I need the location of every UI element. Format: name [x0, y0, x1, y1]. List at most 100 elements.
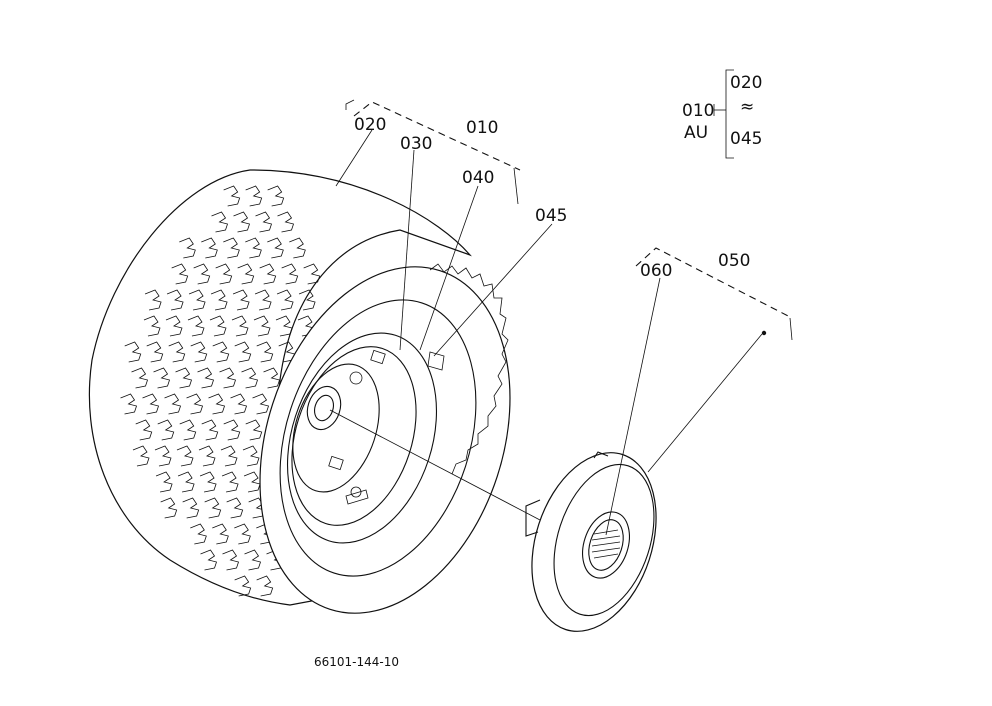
- tread-lug: [244, 549, 262, 571]
- tread-lug: [132, 445, 150, 467]
- callout-050: 050: [718, 251, 750, 271]
- tread-lug: [231, 315, 249, 337]
- tread-lug: [186, 393, 204, 415]
- tread-lug: [135, 419, 153, 441]
- tread-lug: [212, 341, 230, 363]
- tread-lug: [281, 263, 299, 285]
- tread-lug: [124, 341, 142, 363]
- tread-lug: [255, 211, 273, 233]
- tread-lug: [289, 237, 306, 259]
- tread-lug: [267, 185, 285, 207]
- tread-lug: [211, 211, 229, 233]
- tread-lug: [234, 575, 252, 597]
- tread-lug: [164, 393, 182, 415]
- tread-lug: [120, 393, 138, 415]
- tread-lug: [277, 211, 295, 233]
- callout-010: 010: [466, 118, 498, 138]
- tread-lug: [160, 497, 178, 519]
- hub-cap-plug-drawing: [591, 529, 621, 559]
- legend-range-end: 045: [730, 129, 762, 149]
- tread-lug: [155, 471, 173, 493]
- tread-lug: [241, 367, 259, 389]
- tread-lug: [179, 237, 196, 259]
- tread-lug: [171, 263, 189, 285]
- tread-lug: [209, 315, 227, 337]
- tread-lug: [256, 341, 274, 363]
- callout-060: 060: [640, 261, 672, 281]
- tread-lug: [131, 367, 149, 389]
- tread-lug: [242, 445, 260, 467]
- tread-lug: [220, 445, 238, 467]
- tread-lug: [233, 211, 251, 233]
- tread-lug: [154, 445, 172, 467]
- tread-lug: [232, 289, 250, 311]
- tread-lug: [197, 367, 215, 389]
- tire-drawing: [88, 169, 511, 614]
- tread-lug: [166, 289, 184, 311]
- tread-lug: [298, 289, 316, 311]
- hub-cap-drawing: [525, 451, 657, 632]
- tread-lug: [215, 263, 233, 285]
- tread-lug: [226, 497, 244, 519]
- tread-lug: [175, 367, 193, 389]
- legend-range-sep: ≈: [740, 97, 754, 117]
- tread-lug: [187, 315, 205, 337]
- tread-lug: [165, 315, 183, 337]
- tread-lug: [223, 419, 241, 441]
- tread-lug: [222, 549, 240, 571]
- legend-assembly: 010: [682, 101, 714, 121]
- tread-lug: [245, 419, 263, 441]
- callout-030: 030: [400, 134, 432, 154]
- tread-lug: [234, 523, 251, 545]
- tread-lug: [254, 289, 272, 311]
- tread-lug: [252, 393, 270, 415]
- tread-lug: [198, 445, 216, 467]
- callout-045: 045: [535, 206, 567, 226]
- tread-lug: [168, 341, 186, 363]
- tread-lug: [176, 445, 194, 467]
- tread-lug: [230, 393, 248, 415]
- tread-lug: [234, 341, 252, 363]
- drawing-number: 66101-144-10: [314, 655, 399, 669]
- tread-lug: [237, 263, 255, 285]
- tread-lug: [253, 315, 271, 337]
- tread-lug: [212, 523, 229, 545]
- tread-lug: [267, 237, 284, 259]
- tread-lug: [190, 341, 208, 363]
- tread-lug: [190, 523, 207, 545]
- tread-lug: [223, 185, 241, 207]
- tread-lug: [143, 315, 161, 337]
- tread-lug: [223, 237, 240, 259]
- tread-lug: [256, 575, 274, 597]
- tread-lug: [204, 497, 222, 519]
- tread-lug: [182, 497, 200, 519]
- tread-lug: [199, 471, 217, 493]
- tread-lug: [146, 341, 164, 363]
- tread-lug: [153, 367, 171, 389]
- tread-lug: [275, 315, 293, 337]
- leader-lines: [329, 99, 793, 536]
- tread-lug: [263, 367, 281, 389]
- tread-lug: [208, 393, 226, 415]
- tread-lug: [245, 185, 263, 207]
- tread-lug: [219, 367, 237, 389]
- tread-lug: [142, 393, 160, 415]
- tread-lug: [259, 263, 277, 285]
- tread-lug: [157, 419, 175, 441]
- callout-020: 020: [354, 115, 386, 135]
- tread-lug: [221, 471, 239, 493]
- rim-drawing: [286, 332, 445, 544]
- applicability-legend: 020 ≈ 045 010 AU: [682, 69, 762, 159]
- tread-lug: [245, 237, 262, 259]
- tread-lug: [201, 419, 219, 441]
- legend-range-start: 020: [730, 73, 762, 93]
- legend-region: AU: [684, 123, 708, 143]
- tread-lug: [144, 289, 162, 311]
- callout-040: 040: [462, 168, 494, 188]
- tread-lug: [179, 419, 197, 441]
- tread-lug: [243, 471, 261, 493]
- tread-lug: [188, 289, 206, 311]
- tread-lug: [210, 289, 228, 311]
